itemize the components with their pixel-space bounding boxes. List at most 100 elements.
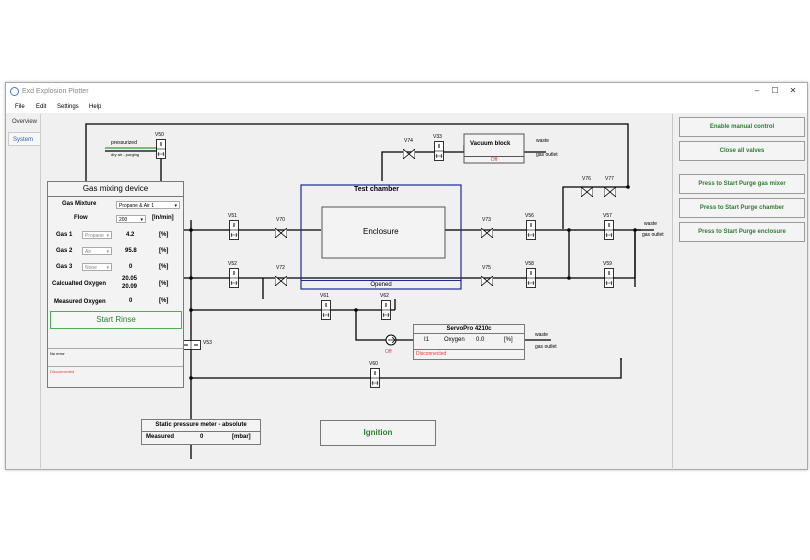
valve-v52[interactable]: V52 [228, 261, 239, 293]
dry-air-label: dry air - purging [111, 152, 140, 157]
valve-label: V60 [369, 361, 378, 367]
flow-input[interactable]: 200▾ [116, 215, 146, 223]
valve-label: V61 [320, 293, 329, 299]
title-bar: Exd Explosion Plotter – ☐ ✕ [6, 83, 807, 101]
valve-label: V72 [276, 265, 285, 271]
valve-v53[interactable]: V53 [181, 337, 212, 355]
valve-v60[interactable]: V60 [369, 361, 380, 393]
gas2-value: 95.8 [125, 248, 137, 254]
servopro-panel: ServoPro 4210c I1 Oxygen 0.0 [%] Disconn… [413, 324, 525, 360]
pressurized-label: pressurized [111, 140, 137, 146]
chevron-down-icon: ▾ [174, 203, 177, 209]
gas3-select[interactable]: None▾ [82, 263, 112, 271]
valve-v51[interactable]: V51 [228, 213, 239, 245]
menu-help[interactable]: Help [89, 104, 102, 110]
servopro-channel: I1 [424, 337, 430, 343]
valve-v75[interactable]: V75 [480, 265, 494, 291]
valve-v56[interactable]: V56 [525, 213, 536, 245]
gas3-unit: [%] [159, 264, 169, 270]
gas1-label: Gas 1 [56, 232, 73, 238]
gas1-unit: [%] [159, 232, 169, 238]
valve-v33[interactable]: V33 [433, 134, 444, 166]
enclosure-label: Enclosure [363, 227, 399, 236]
valve-v77[interactable]: V77 [603, 176, 617, 202]
vacuum-state: Off [464, 156, 524, 164]
purge-enclosure-button[interactable]: Press to Start Purge enclosure [679, 222, 805, 242]
gas2-label: Gas 2 [56, 248, 73, 254]
gas1-value: 4.2 [126, 232, 135, 238]
ignition-button[interactable]: Ignition [320, 420, 436, 446]
gas-mixture-label: Gas Mixture [62, 201, 97, 207]
valve-v58[interactable]: V58 [525, 261, 536, 293]
app-window: Exd Explosion Plotter – ☐ ✕ File Edit Se… [5, 82, 808, 470]
tab-system[interactable]: System [8, 132, 40, 146]
test-chamber-label: Test chamber [354, 186, 399, 193]
valve-label: V76 [582, 176, 591, 182]
menu-edit[interactable]: Edit [36, 104, 47, 110]
gas-outlet-label-1: gas outlet [536, 152, 558, 158]
calc-oxygen-unit: [%] [159, 281, 169, 287]
valve-label: V75 [482, 265, 491, 271]
purge-chamber-button[interactable]: Press to Start Purge chamber [679, 198, 805, 218]
close-button[interactable]: ✕ [789, 86, 797, 95]
valve-v73[interactable]: V73 [480, 217, 494, 243]
valve-v61[interactable]: V61 [320, 293, 331, 325]
servopro-value: 0.0 [476, 337, 485, 343]
gas1-select[interactable]: Propane▾ [82, 231, 112, 239]
valve-v59[interactable]: V59 [603, 261, 614, 293]
pressure-title: Static pressure meter - absolute [142, 420, 260, 432]
nav-panel: Overview System [6, 114, 41, 468]
purge-gas-mixer-button[interactable]: Press to Start Purge gas mixer [679, 174, 805, 194]
valve-label: V59 [603, 261, 612, 267]
waste-label-2: waste [644, 221, 658, 227]
gas3-value: 0 [129, 264, 133, 270]
calc-oxygen-label: Calcualted Oxygen [52, 281, 107, 287]
gas2-unit: [%] [159, 248, 169, 254]
calc-oxygen-value-1: 20.05 [122, 276, 138, 282]
valve-v50[interactable]: V50 [155, 132, 166, 164]
enable-manual-control-button[interactable]: Enable manual control [679, 117, 805, 137]
valve-label: V74 [404, 138, 413, 144]
meas-oxygen-value: 0 [129, 298, 133, 304]
waste-label-1: waste [536, 138, 550, 144]
servopro-title: ServoPro 4210c [414, 325, 524, 334]
minimize-button[interactable]: – [754, 86, 760, 95]
valve-label: V70 [276, 217, 285, 223]
valve-v57[interactable]: V57 [603, 213, 614, 245]
flow-label: Flow [74, 215, 88, 221]
error-status: No error [48, 348, 183, 366]
valve-v76[interactable]: V76 [580, 176, 594, 202]
close-all-valves-button[interactable]: Close all valves [679, 141, 805, 161]
connection-status: Disconnected [48, 366, 183, 387]
valve-label: V52 [228, 261, 237, 267]
gas2-select[interactable]: Air▾ [82, 247, 112, 255]
gas-mixing-panel: Gas mixing device Gas Mixture Propane & … [47, 181, 184, 388]
valve-label: V50 [155, 132, 164, 138]
valve-v62[interactable]: V62 [380, 293, 391, 325]
pipe-lines [85, 123, 654, 459]
valve-label: V58 [525, 261, 534, 267]
gas-outlet-label-2: gas outlet [642, 232, 664, 238]
pressure-panel: Static pressure meter - absolute Measure… [141, 419, 261, 445]
valve-v72[interactable]: V72 [274, 265, 288, 291]
valve-v70[interactable]: V70 [274, 217, 288, 243]
menu-bar: File Edit Settings Help [6, 101, 807, 113]
maximize-button[interactable]: ☐ [771, 86, 779, 95]
calc-oxygen-value-2: 20.09 [122, 284, 138, 290]
menu-settings[interactable]: Settings [57, 104, 79, 110]
flow-unit: [ln/min] [152, 215, 174, 221]
meas-oxygen-unit: [%] [159, 298, 169, 304]
valve-label: V51 [228, 213, 237, 219]
valve-v74[interactable]: V74 [402, 138, 416, 164]
chamber-status: Opened [301, 280, 461, 290]
start-rinse-button[interactable]: Start Rinse [50, 311, 182, 329]
gas-mixture-select[interactable]: Propane & Air 1▾ [116, 201, 180, 209]
menu-file[interactable]: File [15, 104, 25, 110]
tab-overview[interactable]: Overview [12, 119, 38, 125]
pressure-value: 0 [200, 434, 204, 440]
valve-label: V77 [605, 176, 614, 182]
control-panel: Enable manual control Close all valves P… [672, 114, 807, 468]
vacuum-block-label: Vacuum block [470, 141, 511, 147]
meas-oxygen-label: Measured Oxygen [54, 299, 106, 305]
